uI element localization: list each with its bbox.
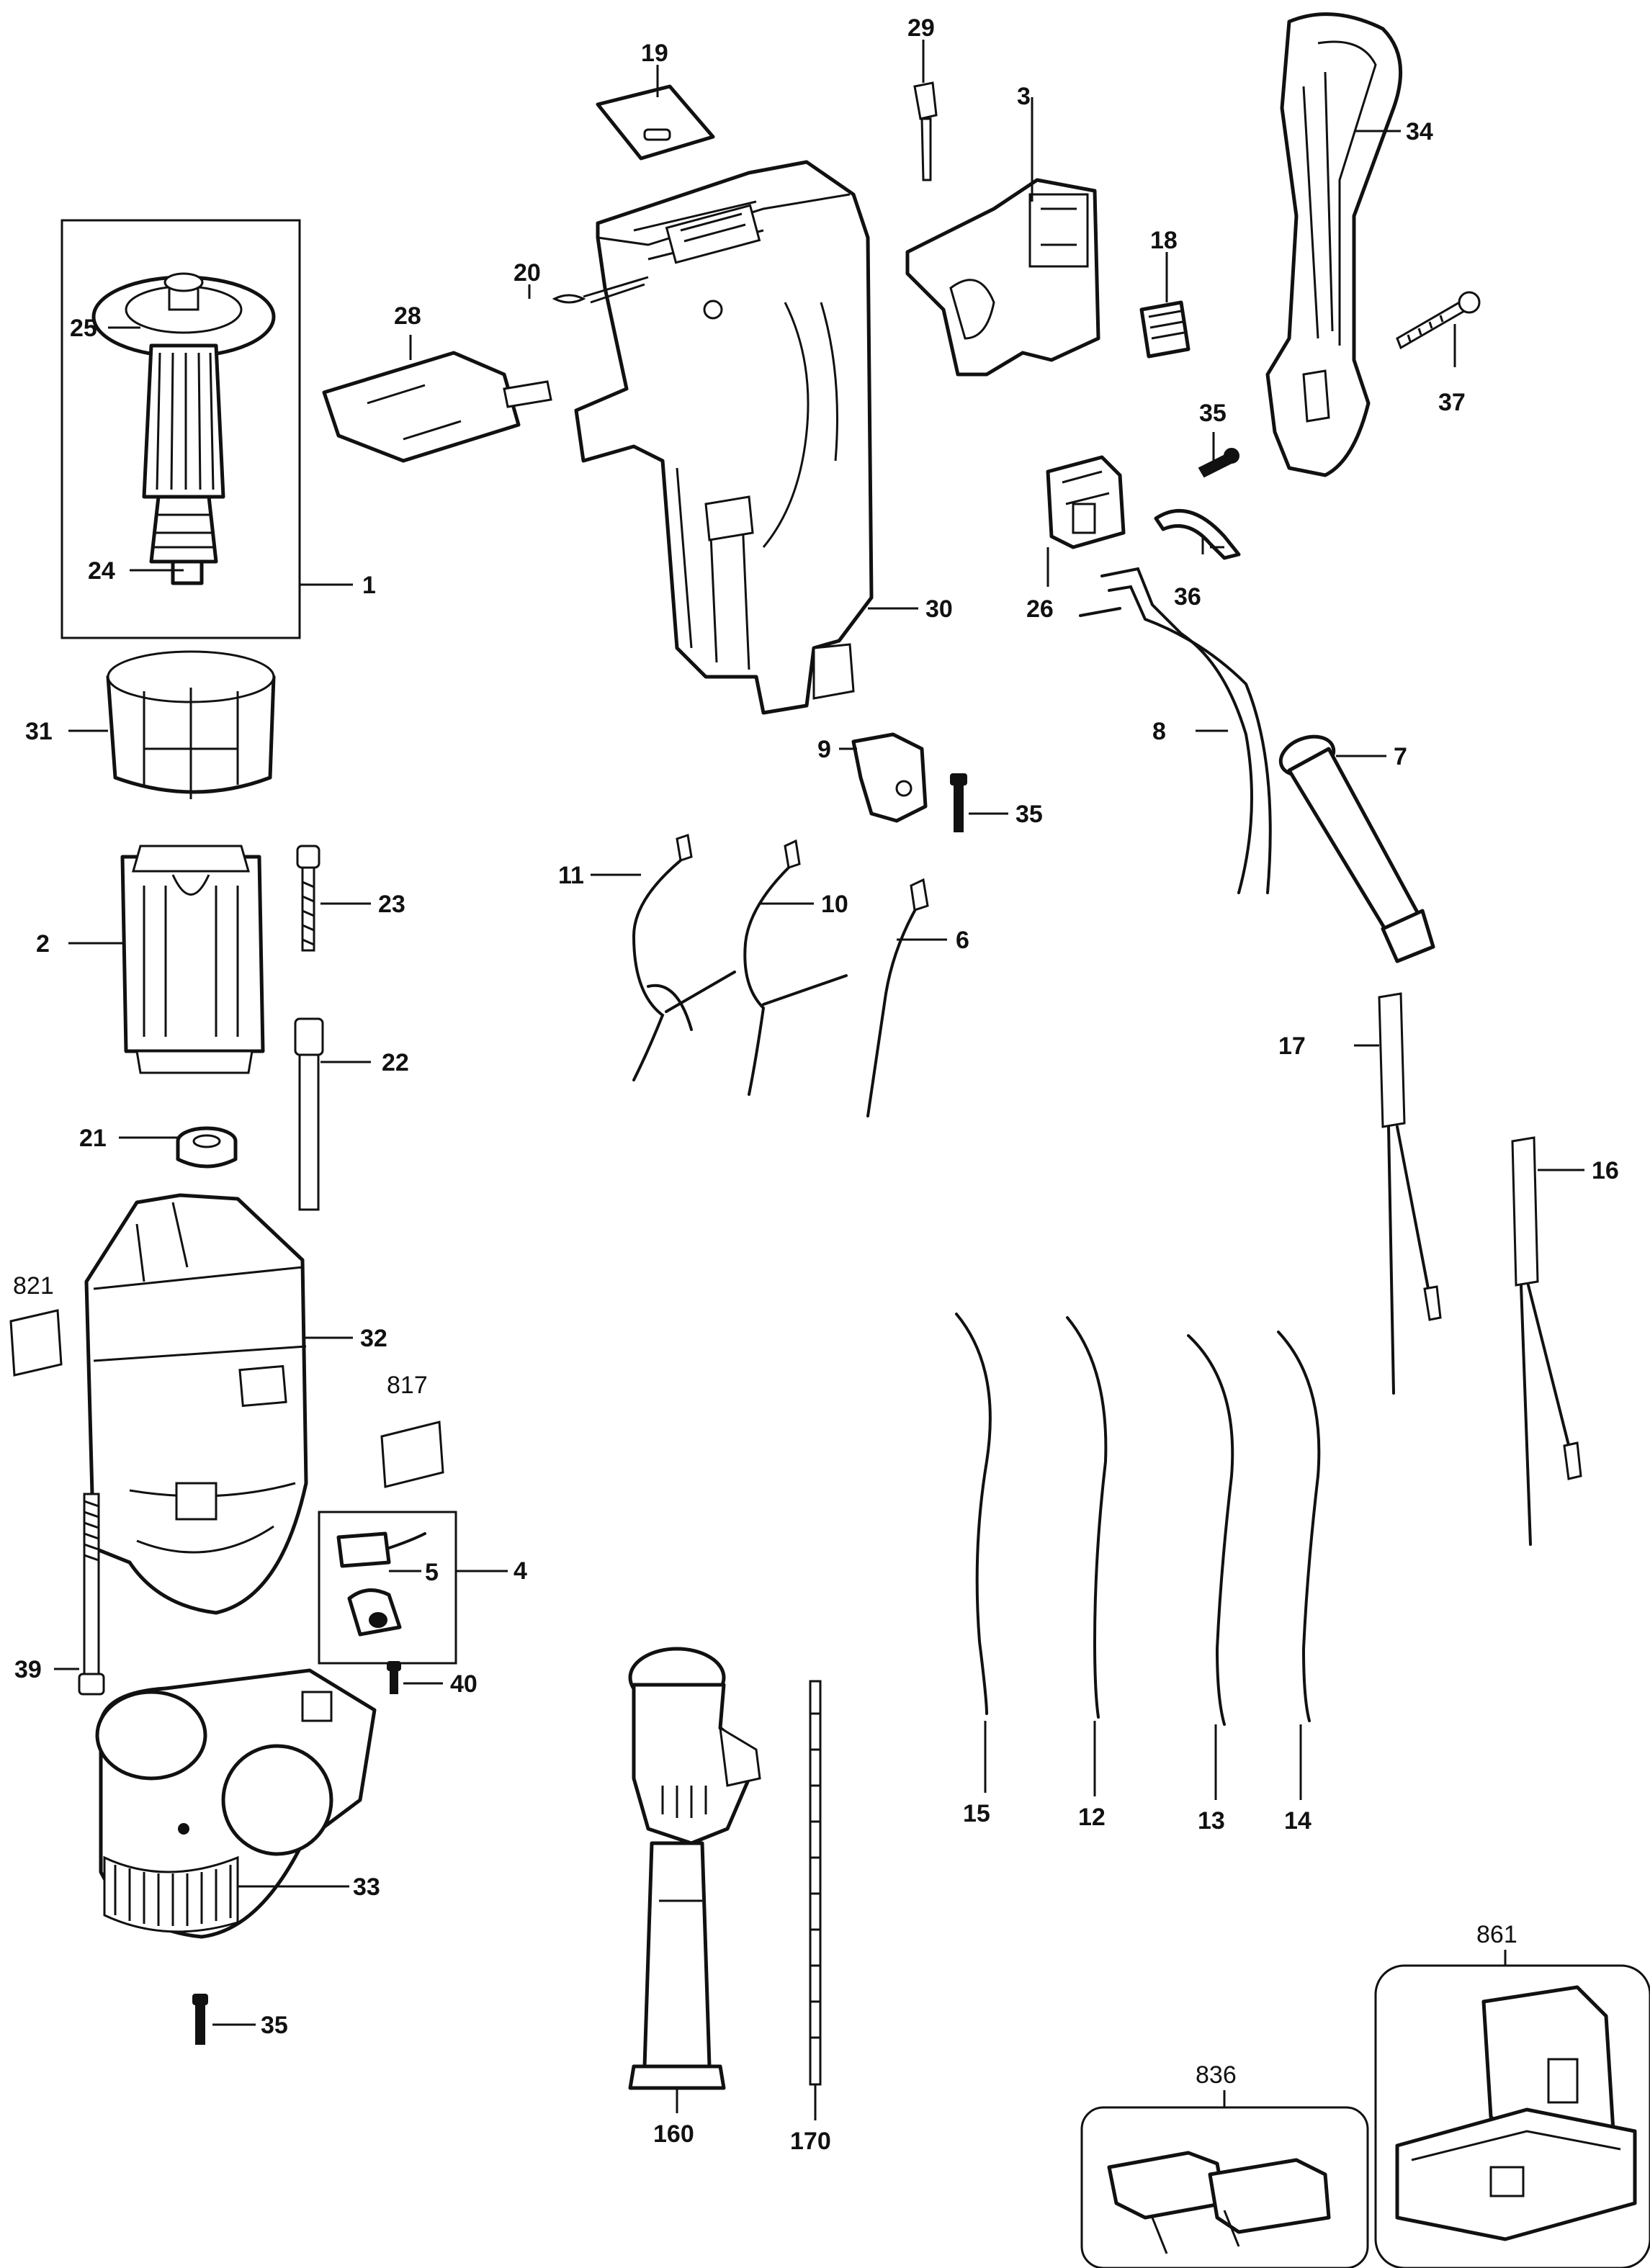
callout-817: 817: [387, 1372, 428, 1399]
armature-assembly-group: [60, 219, 353, 639]
callout-13: 13: [1198, 1807, 1225, 1835]
cord-protector-7-part: [1278, 734, 1435, 963]
callout-26: 26: [1026, 595, 1054, 623]
callout-28: 28: [394, 302, 421, 330]
cord-clamp-36-part: [1154, 508, 1241, 560]
side-handle-160-part: [628, 1647, 761, 2113]
callout-3: 3: [1017, 83, 1031, 110]
brush-18-part: [1139, 300, 1191, 359]
lead-sleeve-17-part: [1354, 992, 1442, 1395]
leader-lines: [409, 40, 1456, 610]
brush-holder-kit-box: [318, 1511, 457, 1665]
callout-18: 18: [1150, 227, 1178, 254]
lead-wire-10-part: [743, 839, 848, 1096]
brush-holder-kit-group: [318, 1511, 508, 1665]
wire-13-part: [1187, 1334, 1234, 1800]
screw-37-part: [1396, 291, 1481, 350]
callout-23: 23: [378, 891, 405, 918]
callout-2: 2: [36, 930, 50, 958]
armature-kit-box: [60, 219, 301, 639]
lead-wire-11-part: [591, 834, 736, 1081]
main-housing-part: [574, 160, 874, 715]
lock-button-29-part: [913, 81, 938, 181]
toolbox-836-part: [1080, 2090, 1369, 2268]
callout-14: 14: [1284, 1807, 1312, 1835]
depth-rod-170-part: [809, 1680, 822, 2120]
handle-34-part: [1265, 12, 1403, 477]
wire-14-part: [1277, 1331, 1321, 1800]
callout-12: 12: [1078, 1804, 1106, 1831]
callout-29: 29: [907, 14, 935, 42]
screw-35-right-part: [1198, 432, 1239, 478]
callout-37: 37: [1438, 389, 1466, 416]
callout-24: 24: [88, 557, 115, 585]
callout-9: 9: [817, 736, 831, 763]
motor-housing-part: [84, 1193, 353, 1615]
callout-22: 22: [382, 1049, 409, 1076]
callout-35-middle: 35: [1015, 801, 1043, 828]
callout-19: 19: [641, 40, 668, 67]
callout-861: 861: [1476, 1921, 1517, 1948]
carry-case-861-part: [1374, 1950, 1650, 2268]
screw-23-part: [296, 845, 371, 952]
label-821-part: [9, 1309, 63, 1377]
callout-17: 17: [1278, 1032, 1306, 1060]
callout-15: 15: [963, 1800, 990, 1827]
field-stator-part: [68, 845, 265, 1074]
power-cord-8-part: [1079, 567, 1272, 894]
callout-32: 32: [360, 1325, 387, 1352]
screw-35-middle-part: [950, 773, 1008, 832]
bearing-21-part: [119, 1126, 238, 1169]
callout-labels: 1 2 3 4 5 6 7 8 9 10 11 12 13 14 15 16 1…: [13, 14, 1619, 2155]
label-20-part: [552, 276, 649, 304]
lead-sleeve-16-part: [1511, 1136, 1584, 1546]
callout-35-right: 35: [1199, 400, 1227, 427]
callout-25: 25: [70, 315, 97, 342]
armature-part: [91, 272, 276, 585]
callout-7: 7: [1394, 743, 1407, 770]
callout-821: 821: [13, 1272, 54, 1300]
callout-39: 39: [14, 1656, 42, 1683]
callout-31: 31: [25, 718, 53, 745]
callout-20: 20: [514, 259, 541, 287]
callout-1: 1: [362, 572, 376, 599]
brush-holder-part: [336, 1531, 426, 1637]
terminal-block-26-part: [1046, 455, 1126, 587]
tube-22-part: [294, 1017, 371, 1211]
callout-836: 836: [1196, 2061, 1237, 2089]
callout-30: 30: [925, 595, 953, 623]
screw-40-part: [387, 1661, 443, 1694]
switch-plate-19-part: [596, 84, 715, 161]
callout-10: 10: [821, 891, 848, 918]
callout-170: 170: [790, 2128, 831, 2155]
callout-36: 36: [1174, 583, 1201, 611]
wire-15-part: [955, 1313, 992, 1793]
bolt-39-part: [54, 1493, 105, 1696]
label-817-part: [380, 1421, 444, 1488]
callout-160: 160: [653, 2120, 694, 2148]
callout-16: 16: [1592, 1157, 1619, 1184]
callout-33: 33: [353, 1873, 380, 1901]
callout-11: 11: [558, 862, 584, 889]
cover-28-part: [322, 351, 552, 463]
callout-4: 4: [514, 1557, 527, 1585]
switch-3-part: [905, 178, 1100, 377]
callout-5: 5: [425, 1559, 439, 1586]
callout-21: 21: [79, 1125, 107, 1152]
screw-35-bottom-part: [192, 1994, 256, 2045]
bracket-9-part: [839, 732, 928, 823]
callout-35-bottom: 35: [261, 2012, 288, 2039]
callout-8: 8: [1152, 718, 1166, 745]
fan-baffle-part: [68, 650, 276, 799]
wire-12-part: [1066, 1316, 1108, 1796]
callout-34: 34: [1406, 118, 1433, 145]
lead-wire-6-part: [866, 878, 947, 1117]
callout-6: 6: [956, 927, 969, 954]
callout-40: 40: [450, 1670, 477, 1698]
gear-housing-part: [95, 1668, 377, 1939]
